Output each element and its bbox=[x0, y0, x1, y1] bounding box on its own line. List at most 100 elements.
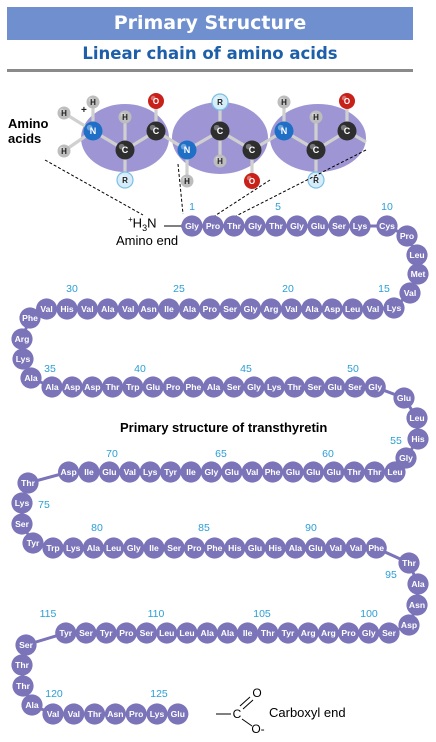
residue-bead bbox=[282, 461, 304, 483]
residue-bead bbox=[63, 703, 85, 725]
transthyretin-caption: Primary structure of transthyretin bbox=[120, 420, 327, 435]
atom-sphere bbox=[115, 140, 135, 160]
residue-88: His bbox=[224, 537, 246, 559]
residue-125: Pro bbox=[125, 703, 147, 725]
residue-bead bbox=[199, 298, 221, 320]
residue-bead bbox=[393, 387, 415, 409]
residue-69: Tyr bbox=[160, 461, 182, 483]
residue-73: Ile bbox=[78, 461, 100, 483]
amino-acids-label: Amino acids bbox=[8, 116, 48, 146]
residue-label: Lys bbox=[66, 543, 81, 553]
residue-bead bbox=[103, 537, 125, 559]
residue-bead bbox=[158, 298, 180, 320]
residue-bead bbox=[125, 703, 147, 725]
residue-label: Gly bbox=[362, 628, 376, 638]
atom-symbol: H bbox=[61, 109, 67, 118]
residue-label: Tyr bbox=[100, 628, 113, 638]
residue-label: Leu bbox=[387, 467, 402, 477]
residue-bead bbox=[183, 537, 205, 559]
connector-line bbox=[235, 149, 367, 217]
residue-74: Asp bbox=[58, 461, 80, 483]
atom-highlight bbox=[59, 108, 64, 113]
atom-symbol: H bbox=[184, 177, 190, 186]
residue-label: Leu bbox=[179, 628, 194, 638]
residue-15: Lys bbox=[383, 297, 405, 319]
atom-highlight bbox=[311, 112, 316, 117]
residue-1: Gly bbox=[181, 215, 203, 237]
position-marker-5: 5 bbox=[275, 201, 281, 213]
atom-symbol: O bbox=[249, 177, 255, 186]
residue-label: Asp bbox=[324, 304, 340, 314]
connector-line bbox=[212, 179, 271, 218]
carboxyl-double-bond bbox=[242, 699, 254, 710]
atom-highlight bbox=[119, 174, 125, 180]
residue-label: Asn bbox=[409, 600, 425, 610]
residue-bead bbox=[286, 215, 308, 237]
residue-label: Pro bbox=[129, 709, 143, 719]
residue-109: Ala bbox=[196, 622, 218, 644]
amino-acid-lobe bbox=[270, 104, 366, 172]
atom-sphere bbox=[337, 121, 357, 141]
atom-sphere bbox=[57, 106, 71, 120]
atom-symbol: H bbox=[281, 98, 287, 107]
residue-bead bbox=[223, 376, 245, 398]
residue-90: His bbox=[264, 537, 286, 559]
position-marker-30: 30 bbox=[66, 283, 78, 295]
residue-39: Asp bbox=[81, 376, 103, 398]
position-marker-75: 75 bbox=[38, 499, 50, 511]
residue-17: Leu bbox=[342, 298, 364, 320]
atom-highlight bbox=[182, 176, 187, 181]
formula-subscript: 3 bbox=[142, 222, 148, 233]
residue-label: Ser bbox=[79, 628, 94, 638]
residue-120: Ala bbox=[21, 694, 43, 716]
residue-label: His bbox=[269, 543, 283, 553]
residue-label: Gly bbox=[290, 221, 304, 231]
nitrogen-atom: N bbox=[274, 121, 294, 141]
atom-highlight bbox=[245, 143, 252, 150]
residue-label: Val bbox=[68, 709, 80, 719]
residue-label: Ala bbox=[183, 304, 197, 314]
residue-label: His bbox=[60, 304, 74, 314]
residue-label: Leu bbox=[106, 543, 121, 553]
atom-symbol: C bbox=[313, 145, 320, 155]
atom-highlight bbox=[246, 175, 252, 181]
atom-highlight bbox=[180, 143, 187, 150]
residue-label: Thr bbox=[16, 681, 30, 691]
residue-label: Phe bbox=[368, 543, 384, 553]
residue-label: Val bbox=[330, 543, 342, 553]
residue-51: Glu bbox=[324, 376, 346, 398]
position-marker-70: 70 bbox=[106, 448, 118, 460]
residue-label: Ile bbox=[149, 543, 159, 553]
residue-bead bbox=[406, 594, 428, 616]
residue-82: Leu bbox=[103, 537, 125, 559]
atom-symbol: H bbox=[217, 157, 223, 166]
residue-104: Arg bbox=[297, 622, 319, 644]
residue-bead bbox=[260, 298, 282, 320]
residue-label: Ser bbox=[382, 628, 397, 638]
residue-67: Gly bbox=[200, 461, 222, 483]
residue-bead bbox=[21, 694, 43, 716]
residue-36: Ala bbox=[20, 367, 42, 389]
position-marker-20: 20 bbox=[282, 283, 294, 295]
residue-label: Ala bbox=[289, 543, 303, 553]
position-marker-115: 115 bbox=[40, 608, 57, 620]
residue-bead bbox=[241, 461, 263, 483]
residue-94: Val bbox=[345, 537, 367, 559]
residue-label: Val bbox=[81, 304, 93, 314]
residue-label: Ser bbox=[308, 382, 323, 392]
atom-symbol: H bbox=[313, 113, 319, 122]
residue-21: Arg bbox=[260, 298, 282, 320]
position-marker-10: 10 bbox=[381, 201, 393, 213]
residue-bead bbox=[142, 376, 164, 398]
residue-77: Ser bbox=[11, 513, 33, 535]
residue-bead bbox=[365, 537, 387, 559]
residue-92: Glu bbox=[305, 537, 327, 559]
residue-label: Ala bbox=[24, 373, 38, 383]
residue-label: Lys bbox=[16, 354, 31, 364]
residue-16: Val bbox=[362, 298, 384, 320]
residue-label: Ala bbox=[87, 543, 101, 553]
residue-label: Phe bbox=[265, 467, 281, 477]
carboxyl-carbon: C bbox=[233, 707, 242, 721]
